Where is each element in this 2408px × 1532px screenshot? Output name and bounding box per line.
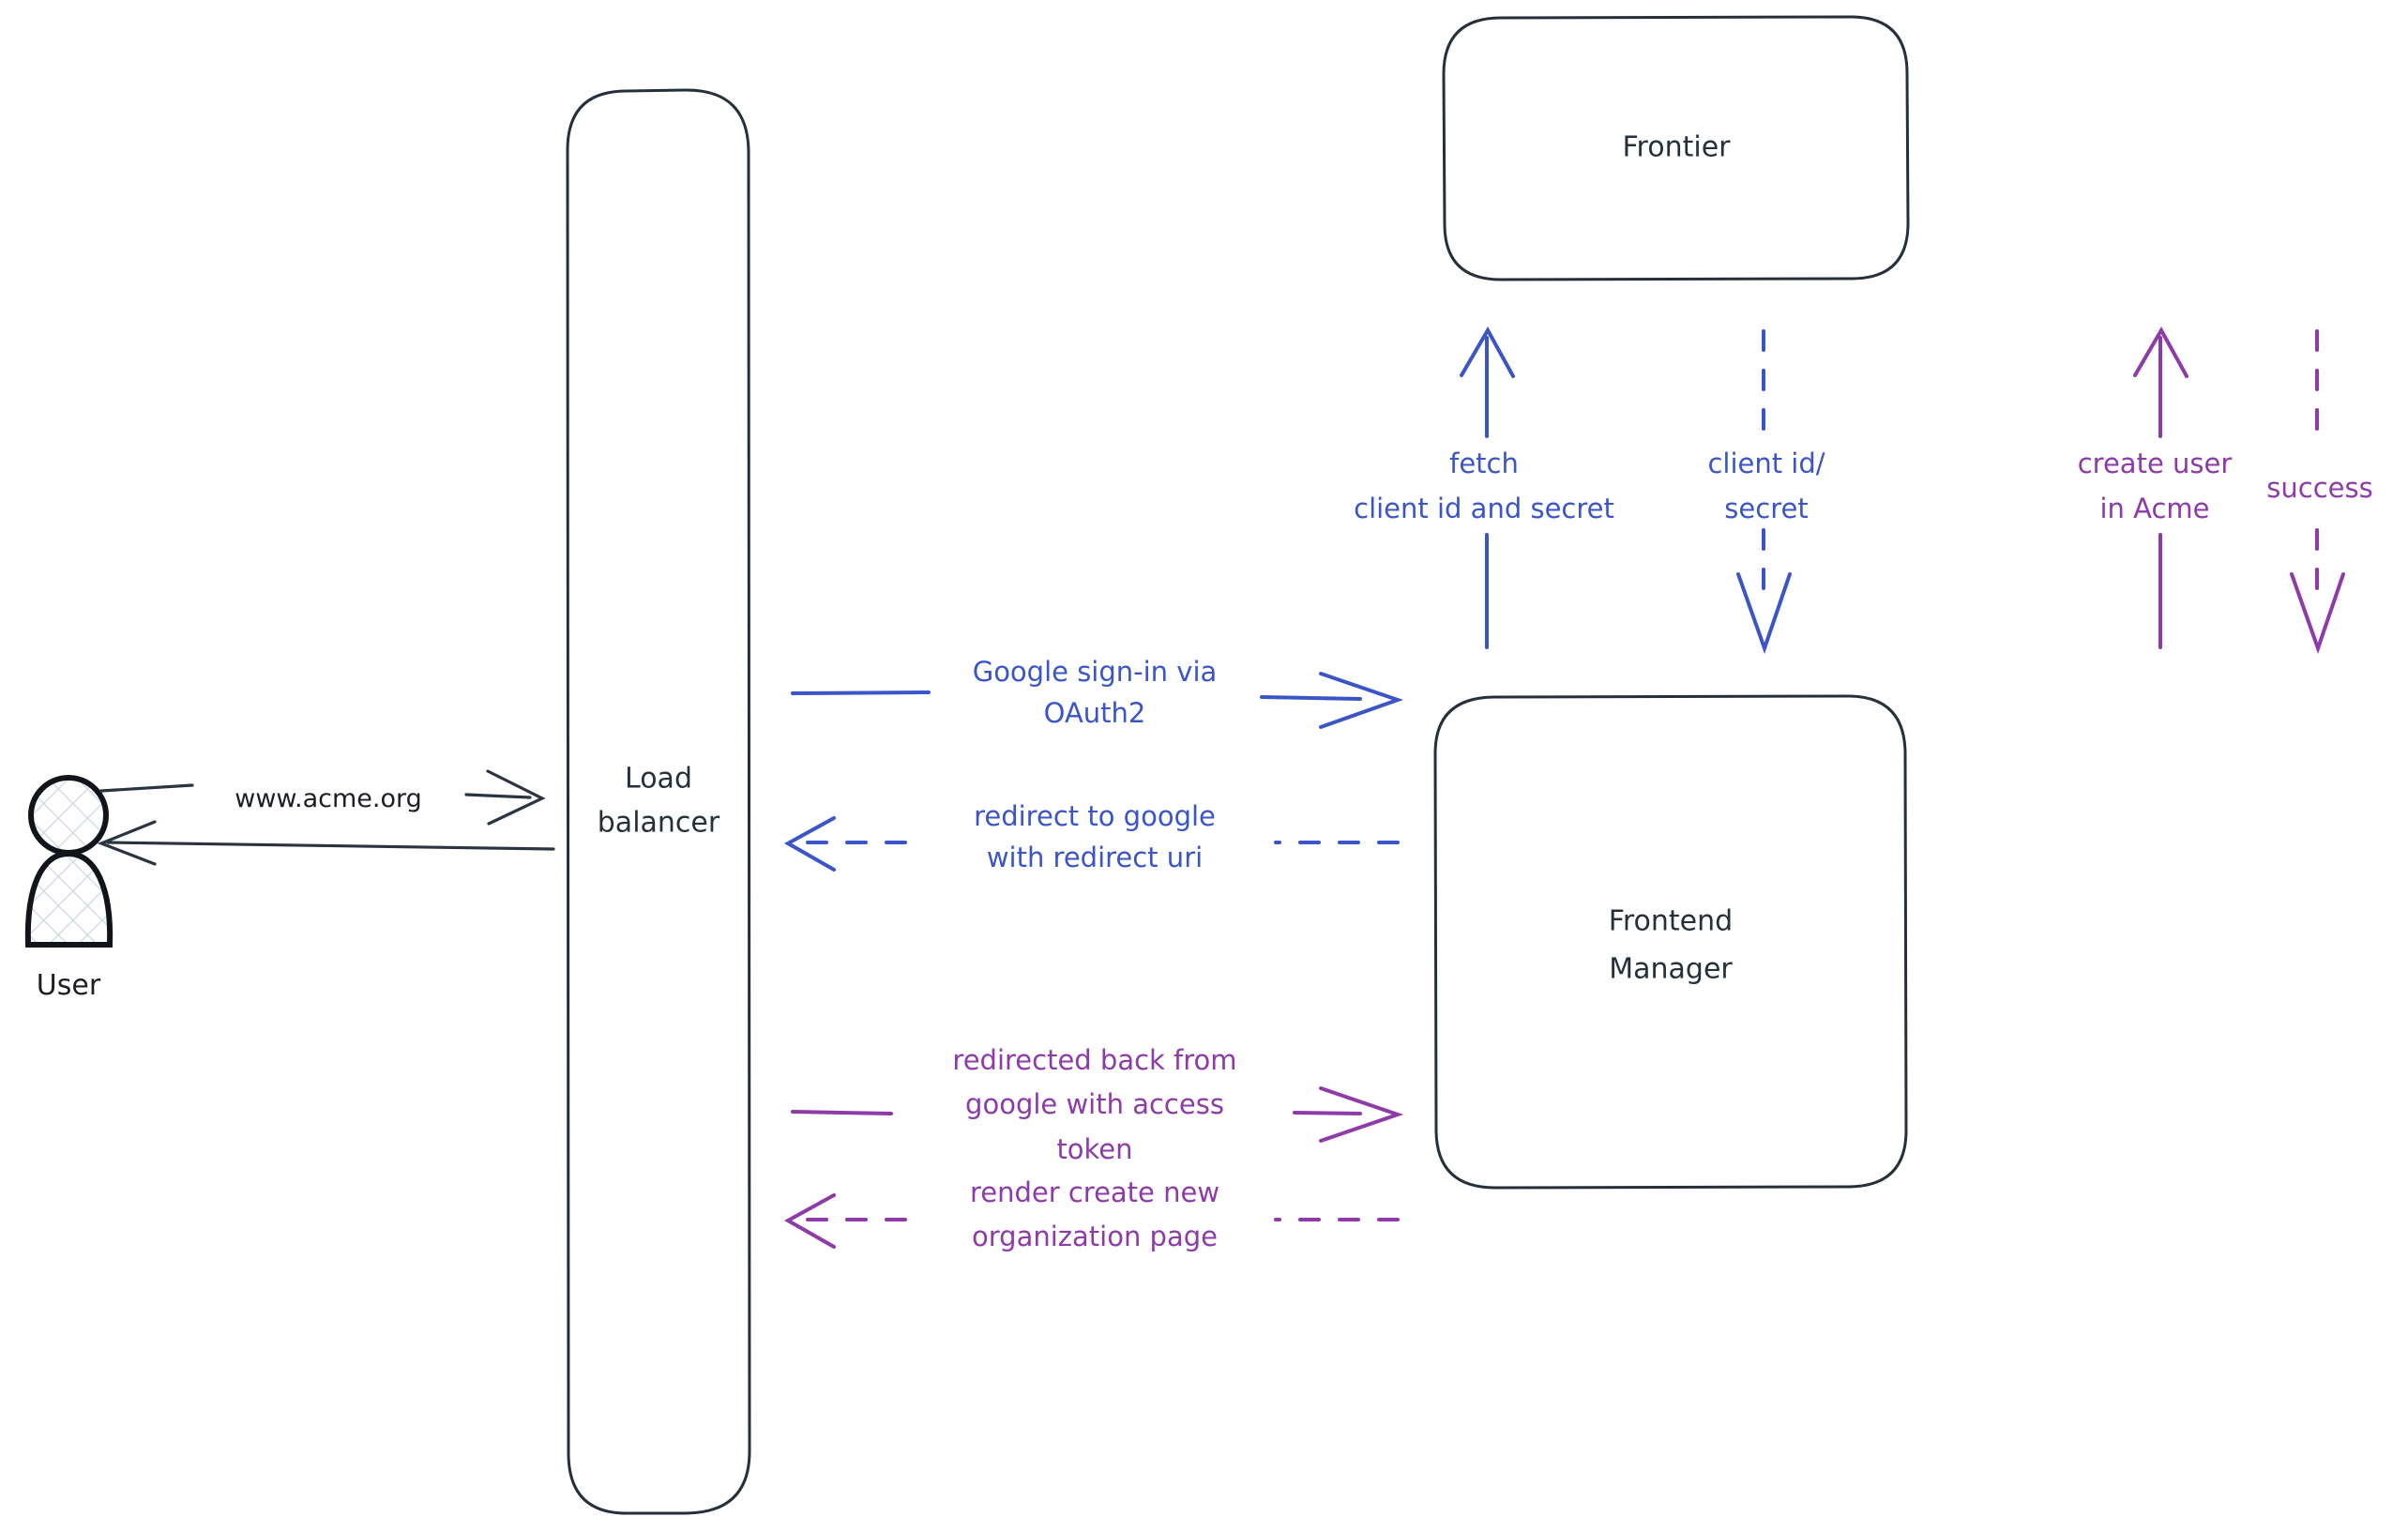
edge-success[interactable]: success <box>2266 329 2373 655</box>
user-head-icon <box>28 775 109 856</box>
edge-label-redirect-line2: with redirect uri <box>987 842 1203 873</box>
edge-label-create-user-line1: create user <box>2078 447 2233 479</box>
edge-google-signin-via-oauth2[interactable]: Google sign-in via OAuth2 <box>791 656 1404 729</box>
edge-label-render-line1: render create new <box>970 1176 1219 1208</box>
edge-redirected-back-from-google[interactable]: redirected back from google with access … <box>791 1044 1404 1165</box>
load-balancer-label-line1: Load <box>625 763 692 796</box>
edge-label-redirect-line1: redirect to google <box>974 800 1216 832</box>
frontend-manager-shape <box>1433 694 1908 1190</box>
edge-client-id-secret[interactable]: client id/ secret <box>1707 329 1825 655</box>
actor-user-label: User <box>37 969 101 1002</box>
edge-label-fetch-line2: client id and secret <box>1354 493 1614 524</box>
actor-user[interactable]: User <box>24 775 114 1002</box>
edge-label-clientid-line2: secret <box>1724 493 1808 524</box>
load-balancer-label-line2: balancer <box>598 807 720 840</box>
edge-create-user-in-acme[interactable]: create user in Acme <box>2078 326 2233 649</box>
edge-label-token-line1: redirected back from <box>952 1044 1236 1076</box>
frontier-shape <box>1442 15 1910 281</box>
edge-render-create-new-organization-page[interactable]: render create new organization page <box>783 1176 1400 1252</box>
edge-label-token-line3: token <box>1056 1133 1132 1165</box>
edge-fetch-client-id-and-secret[interactable]: fetch client id and secret <box>1354 326 1614 649</box>
edge-user-to-load-balancer[interactable]: www.acme.org <box>99 769 546 826</box>
node-frontier[interactable]: Frontier <box>1442 15 1910 281</box>
user-body-icon <box>24 850 114 948</box>
edge-label-token-line2: google with access <box>965 1088 1224 1120</box>
edge-label-clientid-line1: client id/ <box>1707 447 1825 479</box>
frontier-label: Frontier <box>1622 131 1731 164</box>
edge-label-success: success <box>2266 472 2372 504</box>
edge-redirect-to-google[interactable]: redirect to google with redirect uri <box>783 800 1400 873</box>
edge-load-balancer-to-user[interactable] <box>97 820 555 866</box>
edge-label-fetch-line1: fetch <box>1449 447 1519 479</box>
node-load-balancer[interactable]: Load balancer <box>566 88 751 1515</box>
edge-label-oauth-line1: Google sign-in via <box>973 656 1218 688</box>
load-balancer-shape <box>566 88 751 1515</box>
edge-label-render-line2: organization page <box>972 1221 1218 1252</box>
edge-label-create-user-line2: in Acme <box>2099 493 2209 524</box>
frontend-manager-label-line2: Manager <box>1609 953 1733 986</box>
node-frontend-manager[interactable]: Frontend Manager <box>1433 694 1908 1190</box>
edge-label-oauth-line2: OAuth2 <box>1044 697 1146 729</box>
frontend-manager-label-line1: Frontend <box>1609 905 1733 938</box>
edge-label-www-acme-org: www.acme.org <box>235 784 422 813</box>
